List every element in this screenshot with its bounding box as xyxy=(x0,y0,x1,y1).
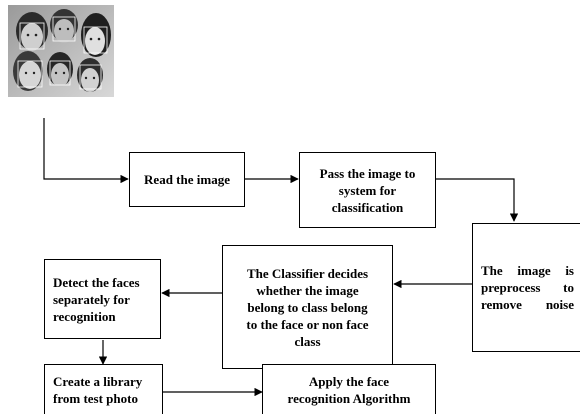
detect-faces-label: Detect the faces separately for recognit… xyxy=(53,274,140,324)
arrow-photo-to-read xyxy=(43,118,129,184)
faces-photo xyxy=(8,5,114,97)
classifier-step: The Classifier decides whether the image… xyxy=(222,245,393,369)
apply-algorithm-label: Apply the face recognition Algorithm xyxy=(287,373,411,406)
pass-image-label: Pass the image to system for classificat… xyxy=(319,165,416,215)
read-image-step: Read the image xyxy=(129,152,245,207)
preprocess-step: The image is preprocess to remove noise xyxy=(472,223,580,352)
pass-image-step: Pass the image to system for classificat… xyxy=(299,152,436,228)
create-library-label: Create a library from test photo xyxy=(53,373,143,406)
arrow-pass-to-preprocess xyxy=(435,178,519,222)
read-image-label: Read the image xyxy=(144,172,230,187)
detect-faces-step: Detect the faces separately for recognit… xyxy=(44,259,161,339)
create-library-step: Create a library from test photo xyxy=(44,364,163,414)
apply-algorithm-step: Apply the face recognition Algorithm xyxy=(262,364,436,414)
preprocess-label: The image is preprocess to remove noise xyxy=(481,263,574,312)
classifier-label: The Classifier decides whether the image… xyxy=(246,265,369,349)
